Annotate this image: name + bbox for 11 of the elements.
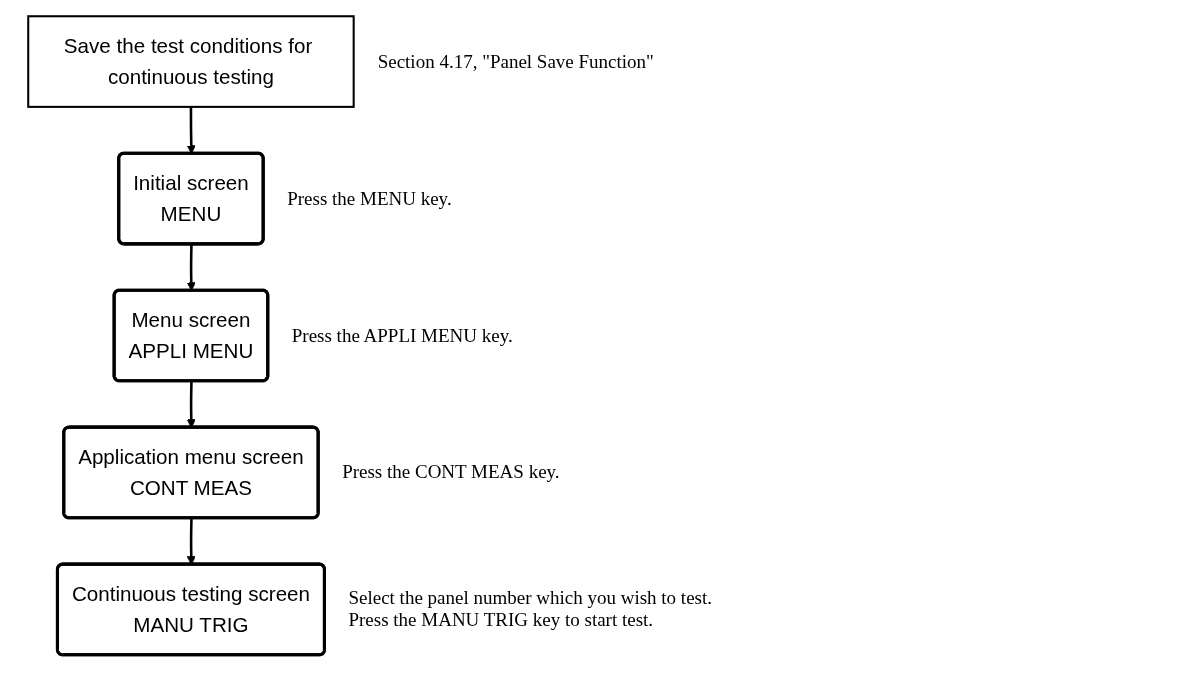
screen-box: Initial screen MENU xyxy=(117,151,265,246)
instruction-text: Select the panel number which you wish to test. xyxy=(348,587,712,610)
screen-box: Continuous testing screen MANU TRIG xyxy=(55,562,326,657)
instruction-text: Section 4.17, "Panel Save Function" xyxy=(377,50,654,73)
instruction-text: Press the APPLI MENU key. xyxy=(291,324,513,347)
instruction-text: Press the MENU key. xyxy=(287,187,452,210)
instruction-text: Press the MANU TRIG key to start test. xyxy=(348,609,655,632)
screen-box: Menu screen APPLI MENU xyxy=(112,288,270,383)
instruction-text: Press the CONT MEAS key. xyxy=(342,461,560,484)
screen-box: Application menu screen CONT MEAS xyxy=(62,425,320,520)
process-box: Save the test conditions for continuous testing xyxy=(27,15,355,108)
